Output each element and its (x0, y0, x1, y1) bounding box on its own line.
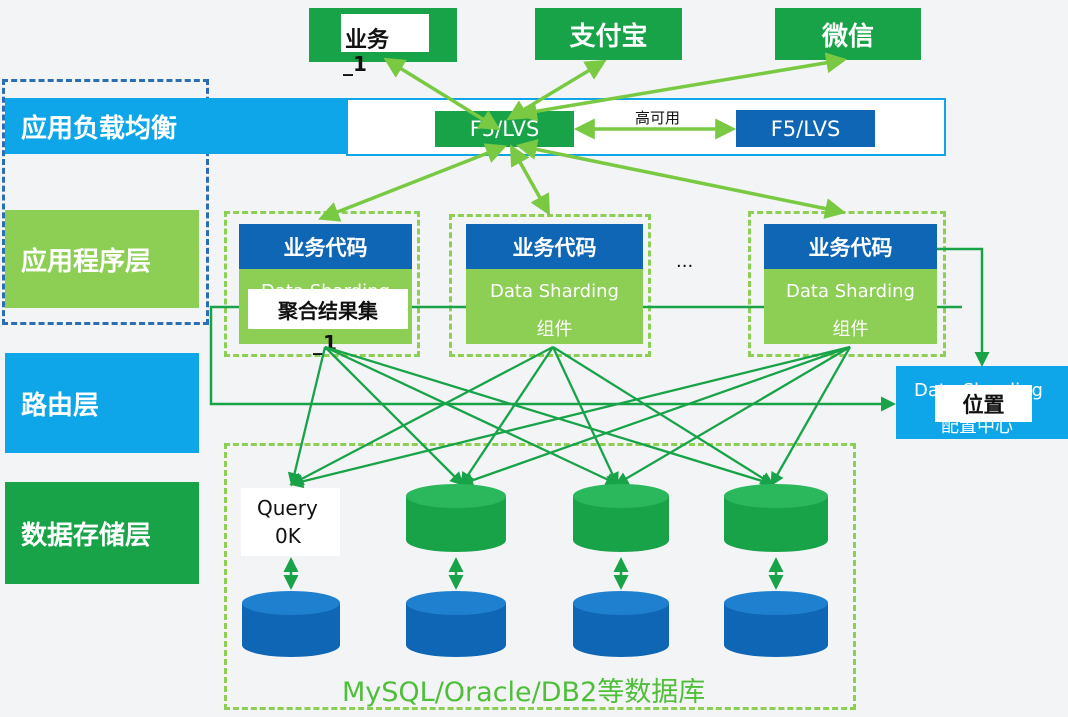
database-caption: MySQL/Oracle/DB2等数据库 (342, 677, 706, 708)
database-1 (242, 591, 340, 657)
cache-db-cylinders (406, 484, 828, 552)
app-node-3-line1: Data Sharding (786, 281, 915, 302)
link-a1-d2 (324, 346, 464, 486)
app-node-3-line2: 组件 (832, 319, 869, 340)
link-a1-d3 (324, 345, 620, 486)
client-business-label: 业务 (341, 14, 429, 53)
app-node-frame-3 (748, 211, 946, 357)
lb-app-group-frame (2, 79, 209, 325)
app-node-2-line1: Data Sharding (490, 281, 619, 302)
link-app3-config (937, 247, 990, 367)
arrow-lb-app3 (515, 139, 847, 219)
client-business-suffix: _1 (343, 52, 367, 76)
app-node-3-body: Data Sharding 组件 (764, 269, 937, 344)
arrow-wechat-lb (515, 52, 848, 122)
arrow-lb-app2 (509, 144, 551, 216)
app-node-2-body: Data Sharding 组件 (466, 269, 643, 344)
ellipsis: ... (676, 251, 694, 272)
layer-label-storage: 数据存储层 (5, 482, 199, 584)
aggregate-result-overlay: 聚合结果集 (248, 289, 408, 329)
link-a2-d2 (460, 346, 554, 487)
link-a3-d4 (770, 346, 851, 487)
query-line1: Query (257, 496, 318, 520)
app-node-3-title: 业务代码 (764, 224, 937, 269)
client-business: 业务 _1 (309, 8, 457, 76)
layer-label-routing: 路由层 (5, 353, 199, 453)
link-a3-d3 (614, 346, 851, 486)
database-4 (724, 591, 828, 657)
link-a1-d4 (324, 345, 775, 488)
query-overlay: Query 0K (241, 488, 340, 556)
database-3 (573, 591, 669, 657)
arrow-client1-lb (383, 57, 501, 131)
database-cylinders (242, 591, 828, 657)
cache-db-2 (406, 484, 506, 552)
layer-label-load-balancing: 应用负载均衡 (5, 98, 351, 154)
link-a3-d2 (459, 345, 851, 487)
position-overlay: 位置 (935, 385, 1032, 422)
client-alipay: 支付宝 (535, 8, 682, 60)
client-wechat: 微信 (775, 8, 921, 60)
link-a3-d1 (289, 345, 851, 489)
layer-label-application: 应用程序层 (5, 210, 199, 308)
app-node-1-title: 业务代码 (239, 224, 412, 269)
cache-db-4 (724, 484, 828, 552)
cache-db-3 (573, 484, 669, 552)
query-line2: 0K (275, 524, 301, 548)
app-node-2-line2: 组件 (536, 319, 573, 340)
link-a2-d4 (552, 346, 775, 486)
link-a2-d1 (289, 345, 554, 486)
link-a1-d1 (287, 346, 327, 487)
link-a2-d3 (551, 346, 619, 487)
arrow-lb-app1 (318, 143, 507, 222)
link-app-config (209, 305, 896, 412)
app-node-2-title: 业务代码 (466, 224, 643, 269)
database-2 (406, 591, 506, 657)
storage-frame (224, 443, 856, 710)
